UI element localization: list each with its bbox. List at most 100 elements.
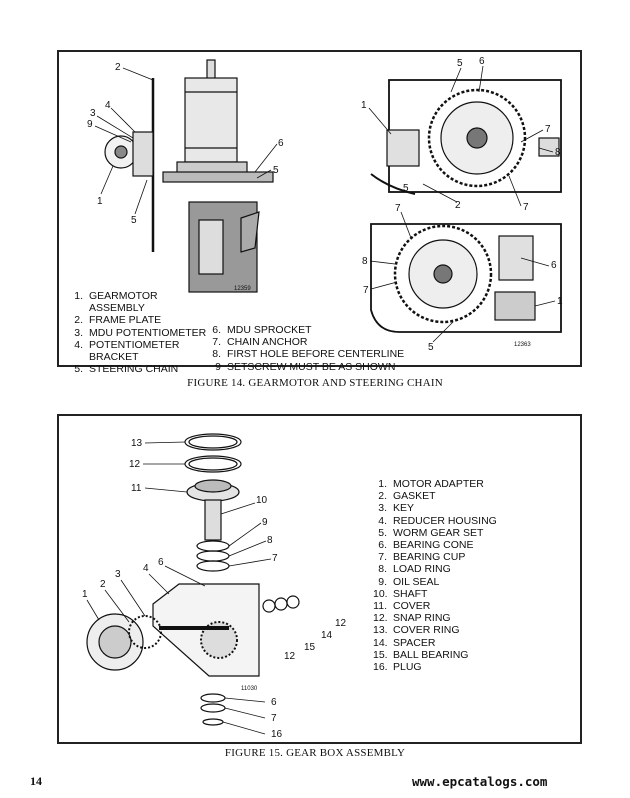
figure-14-frame: 2 4 3 9 1 5 6 5 12359 5 6 1 7 8 2 5 7 7 … <box>57 50 582 375</box>
legend-num: 11. <box>373 600 387 613</box>
callout-1: 1 <box>97 196 103 207</box>
legend-text: SHAFT <box>393 587 428 600</box>
callout-8: 8 <box>555 147 561 158</box>
callout-5: 5 <box>273 165 279 176</box>
legend-num: 9 <box>215 360 221 373</box>
legend-text: CHAIN ANCHOR <box>227 336 308 349</box>
figure15-callouts: 13 12 11 10 9 8 7 6 4 3 2 1 12 14 12 15 … <box>82 438 347 740</box>
legend-num: 3. <box>74 326 83 339</box>
legend-num: 4. <box>74 338 83 351</box>
legend-text: GEARMOTOR ASSEMBLY <box>89 290 158 315</box>
callout-2: 2 <box>115 62 121 73</box>
legend-text: MDU POTENTIOMETER <box>89 326 207 339</box>
callout-8: 8 <box>362 256 368 267</box>
legend-num: 5. <box>74 363 83 376</box>
callout-12: 12 <box>335 618 347 629</box>
callout-7: 7 <box>395 203 401 214</box>
gearmotor-side-view <box>104 59 274 293</box>
legend-text: COVER RING <box>393 624 460 637</box>
legend-num: 7. <box>378 551 387 564</box>
callout-5: 5 <box>428 342 434 353</box>
callout-7: 7 <box>271 713 277 724</box>
legend-num: 9. <box>378 575 387 588</box>
legend-text: GASKET <box>393 490 436 503</box>
page-number: 14 <box>30 774 42 788</box>
callout-6: 6 <box>271 697 277 708</box>
legend-num: 14. <box>373 636 388 649</box>
callout-2: 2 <box>455 200 461 211</box>
figure-15-frame: 13 12 11 10 9 8 7 6 4 3 2 1 12 14 12 15 … <box>57 414 582 744</box>
legend-text: REDUCER HOUSING <box>393 514 497 527</box>
callout-5: 5 <box>403 183 409 194</box>
figure-15-drawing: 13 12 11 10 9 8 7 6 4 3 2 1 12 14 12 15 … <box>82 433 347 740</box>
callout-5: 5 <box>457 58 463 69</box>
callout-6: 6 <box>278 138 284 149</box>
callout-1: 1 <box>361 100 367 111</box>
gear-box-exploded-view <box>86 433 300 726</box>
callout-4: 4 <box>143 563 149 574</box>
figure14-left-code: 12359 <box>234 286 251 292</box>
legend-text: SPACER <box>393 636 436 649</box>
callout-5: 5 <box>131 215 137 226</box>
legend-num: 4. <box>378 514 387 527</box>
callout-4: 4 <box>105 100 111 111</box>
legend-num: 2. <box>74 314 83 327</box>
legend-text: FRAME PLATE <box>89 314 162 327</box>
leader-lines-left <box>94 67 278 215</box>
legend-text: BEARING CONE <box>393 539 474 552</box>
legend-num: 16. <box>373 661 388 674</box>
callout-8: 8 <box>267 535 273 546</box>
figure-14-caption: FIGURE 14. GEARMOTOR AND STEERING CHAIN <box>187 377 443 389</box>
figure-15-caption: FIGURE 15. GEAR BOX ASSEMBLY <box>224 747 406 759</box>
frame-top-view <box>370 79 562 195</box>
callout-7: 7 <box>545 124 551 135</box>
legend-text: FIRST HOLE BEFORE CENTERLINE <box>227 348 405 361</box>
legend-num: 1. <box>74 290 83 302</box>
callout-3: 3 <box>90 108 96 119</box>
legend-text: MDU SPROCKET <box>227 324 312 336</box>
figure14-legend-col2: 6.MDU SPROCKET 7.CHAIN ANCHOR 8.FIRST HO… <box>207 324 404 373</box>
figure-14-drawing: 2 4 3 9 1 5 6 5 12359 5 6 1 7 8 2 5 7 7 … <box>87 56 563 353</box>
figure14-right-code: 12363 <box>514 342 531 348</box>
legend-num: 10. <box>373 587 388 600</box>
callout-7: 7 <box>363 285 369 296</box>
legend-text: MOTOR ADAPTER <box>393 478 484 490</box>
figure15-code: 11030 <box>241 686 258 692</box>
legend-num: 6. <box>212 324 221 336</box>
callout-10: 10 <box>256 495 268 506</box>
callout-9: 9 <box>87 119 93 130</box>
callout-6: 6 <box>479 56 485 67</box>
callout-11: 11 <box>131 483 142 494</box>
callout-14: 14 <box>321 630 333 641</box>
legend-text: POTENTIOMETER BRACKET <box>89 338 180 364</box>
legend-num: 2. <box>378 490 387 503</box>
callout-16: 16 <box>271 729 283 740</box>
legend-num: 8. <box>212 348 221 361</box>
legend-num: 3. <box>378 502 387 515</box>
legend-text: KEY <box>393 502 415 515</box>
callout-12: 12 <box>129 459 141 470</box>
callout-2: 2 <box>100 579 106 590</box>
leader-lines-fig15 <box>86 441 272 735</box>
figure14-legend-col1: 1. GEARMOTOR ASSEMBLY 2. FRAME PLATE 3. MDU… <box>69 290 206 375</box>
callout-7: 7 <box>523 202 529 213</box>
legend-text: WORM GEAR SET <box>393 526 484 539</box>
watermark-url: www.epcatalogs.com <box>412 774 548 789</box>
callout-1: 1 <box>557 296 563 307</box>
figure15-legend: 1.MOTOR ADAPTER 2.GASKET 3.KEY 4.REDUCER… <box>373 478 497 673</box>
legend-text: COVER <box>393 600 431 613</box>
legend-text: BALL BEARING <box>393 648 469 661</box>
legend-num: 15. <box>373 648 388 661</box>
callout-1: 1 <box>82 589 88 600</box>
callout-6: 6 <box>551 260 557 271</box>
legend-num: 8. <box>378 563 387 576</box>
callout-15: 15 <box>304 642 316 653</box>
legend-text: LOAD RING <box>393 563 451 576</box>
callout-12: 12 <box>284 651 296 662</box>
legend-text: SETSCREW MUST BE AS SHOWN <box>227 360 396 373</box>
legend-num: 5. <box>378 526 387 539</box>
legend-text: PLUG <box>393 661 422 674</box>
legend-num: 13. <box>373 624 388 637</box>
legend-text: BEARING CUP <box>393 551 466 564</box>
callout-13: 13 <box>131 438 143 449</box>
